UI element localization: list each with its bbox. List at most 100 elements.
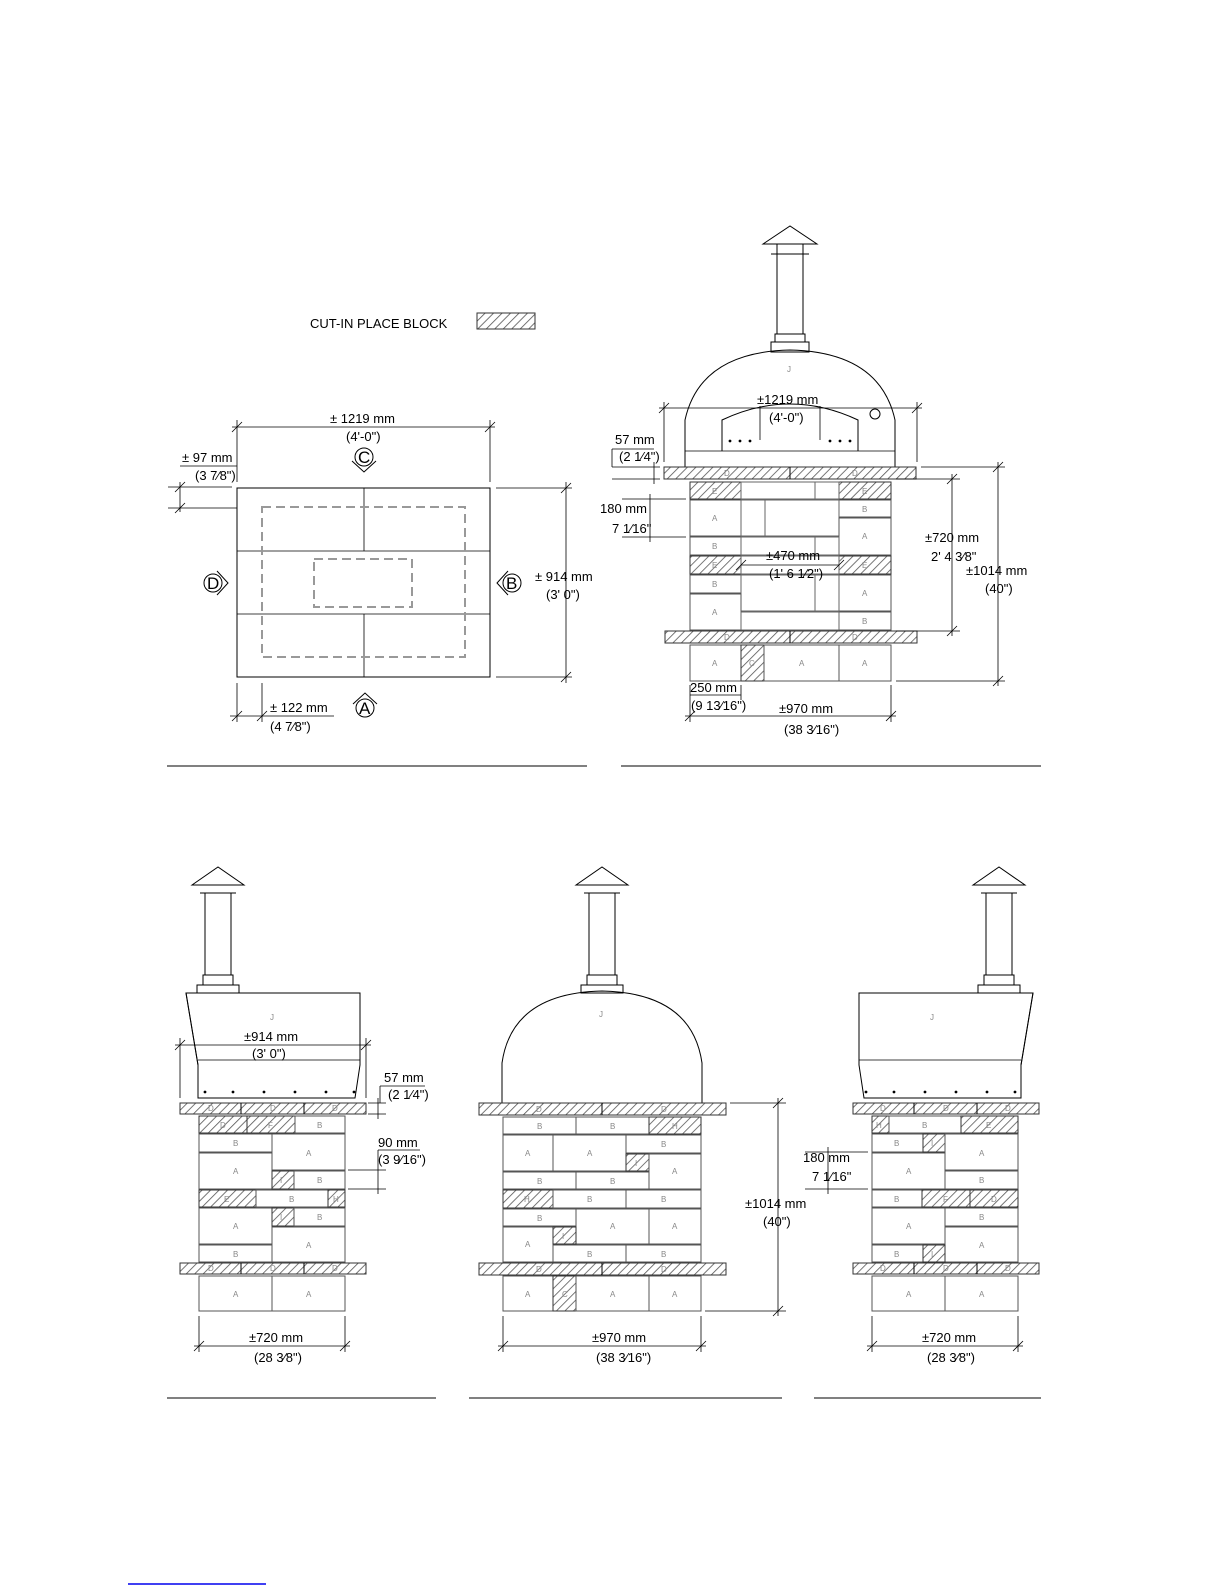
plan-width-in: (4'-0") [346,429,381,444]
plan-flue-outline-hidden [313,558,413,608]
svg-text:A: A [306,1149,312,1158]
svg-text:A: A [306,1241,312,1250]
front-thermometer-icon [869,408,881,420]
svg-text:A: A [979,1241,985,1250]
svg-text:B: B [233,1139,238,1148]
svg-text:A: A [610,1290,616,1299]
svg-text:B: B [661,1140,666,1149]
back-dome [501,990,703,1104]
front-stand-mm: ±720 mm [925,530,979,545]
svg-text:A: A [306,1290,312,1299]
svg-text:I: I [931,1139,933,1148]
svg-text:E: E [712,561,717,570]
svg-text:I: I [931,1250,933,1259]
svg-text:D: D [724,469,730,478]
svg-text:B: B [537,1122,542,1131]
front-slab-mm: 57 mm [615,432,655,447]
plan-outline [236,487,491,678]
front-course-in: 7 1⁄16" [612,521,652,536]
svg-text:F: F [268,1121,273,1130]
svg-text:B: B [979,1176,984,1185]
svg-text:B: B [712,542,717,551]
left-bottom-slab [179,1262,367,1275]
svg-text:B: B [712,580,717,589]
front-total-mm: ±1014 mm [966,563,1027,578]
back-total-in: (40") [763,1214,791,1229]
back-elevation: J D D B B H A A B I A B B H B B B A A A I… [469,866,806,1399]
front-course-mm: 180 mm [600,501,647,516]
svg-text:A: A [906,1222,912,1231]
svg-text:F: F [943,1195,948,1204]
front-block-mm: 250 mm [690,680,737,695]
back-total-mm: ±1014 mm [745,1196,806,1211]
svg-text:H: H [672,1122,678,1131]
svg-text:A: A [906,1167,912,1176]
svg-text:J: J [930,1013,934,1022]
svg-text:B: B [317,1213,322,1222]
svg-text:B: B [289,1195,294,1204]
svg-text:D: D [880,1104,886,1113]
front-base-in: (38 3⁄16") [784,722,839,737]
svg-text:A: A [233,1167,239,1176]
svg-text:A: A [862,532,868,541]
back-stand-blocks: B B H A A B I A B B H B B B A A A I B B [502,1116,702,1263]
front-total-in: (40") [985,581,1013,596]
plan-left-offset-in: (3 7⁄8") [195,468,236,483]
plan-depth-in: (3' 0") [546,587,580,602]
svg-text:A: A [712,659,718,668]
svg-text:I: I [562,1232,564,1241]
legend-hatch-swatch [476,312,536,330]
right-top-slab [852,1102,1040,1115]
right-bottom-slab [852,1262,1040,1275]
svg-text:D: D [661,1105,667,1114]
left-block-mm: 90 mm [378,1135,418,1150]
svg-text:J: J [787,365,791,374]
legend: CUT-IN PLACE BLOCK [310,312,536,331]
front-opening-mm: ±470 mm [766,548,820,563]
svg-text:E: E [712,487,717,496]
svg-text:C: C [749,659,755,668]
front-bottom-slab [664,630,918,644]
svg-text:C: C [358,448,370,467]
svg-text:D: D [207,574,219,593]
svg-text:B: B [317,1121,322,1130]
front-dome-width-mm: ±1219 mm [757,392,818,407]
left-base-in: (28 3⁄8") [254,1350,302,1365]
front-block-in: (9 13⁄16") [691,698,746,713]
svg-text:A: A [525,1149,531,1158]
svg-text:J: J [270,1013,274,1022]
svg-text:A: A [359,699,371,718]
left-slab-in: (2 1⁄4") [388,1087,429,1102]
svg-text:A: A [525,1240,531,1249]
svg-text:D: D [991,1195,997,1204]
svg-text:B: B [894,1139,899,1148]
svg-text:A: A [610,1222,616,1231]
front-base-blocks: A C A A [689,644,892,682]
view-marker-a: A [352,692,378,718]
plan-width-mm: ± 1219 mm [330,411,395,426]
svg-text:A: A [712,608,718,617]
right-course-mm: 180 mm [803,1150,850,1165]
front-oven-door [721,403,859,451]
svg-text:B: B [506,574,517,593]
right-base-mm: ±720 mm [922,1330,976,1345]
plan-dome-outline-hidden [261,506,466,658]
plan-depth-mm: ± 914 mm [535,569,593,584]
svg-text:J: J [599,1010,603,1019]
svg-text:A: A [525,1290,531,1299]
svg-text:A: A [906,1290,912,1299]
front-stand-in: 2' 4 3⁄8" [931,549,977,564]
plan-bottom-offset-mm: ± 122 mm [270,700,328,715]
svg-text:D: D [661,1265,667,1274]
back-base-in: (38 3⁄16") [596,1350,651,1365]
svg-text:D: D [270,1104,276,1113]
right-oven-housing [858,992,1034,1099]
svg-text:E: E [224,1195,229,1204]
svg-text:D: D [943,1104,949,1113]
svg-text:D: D [852,633,858,642]
svg-text:A: A [799,659,805,668]
right-base-in: (28 3⁄8") [927,1350,975,1365]
svg-text:E: E [986,1121,991,1130]
view-marker-c: C [351,447,377,473]
